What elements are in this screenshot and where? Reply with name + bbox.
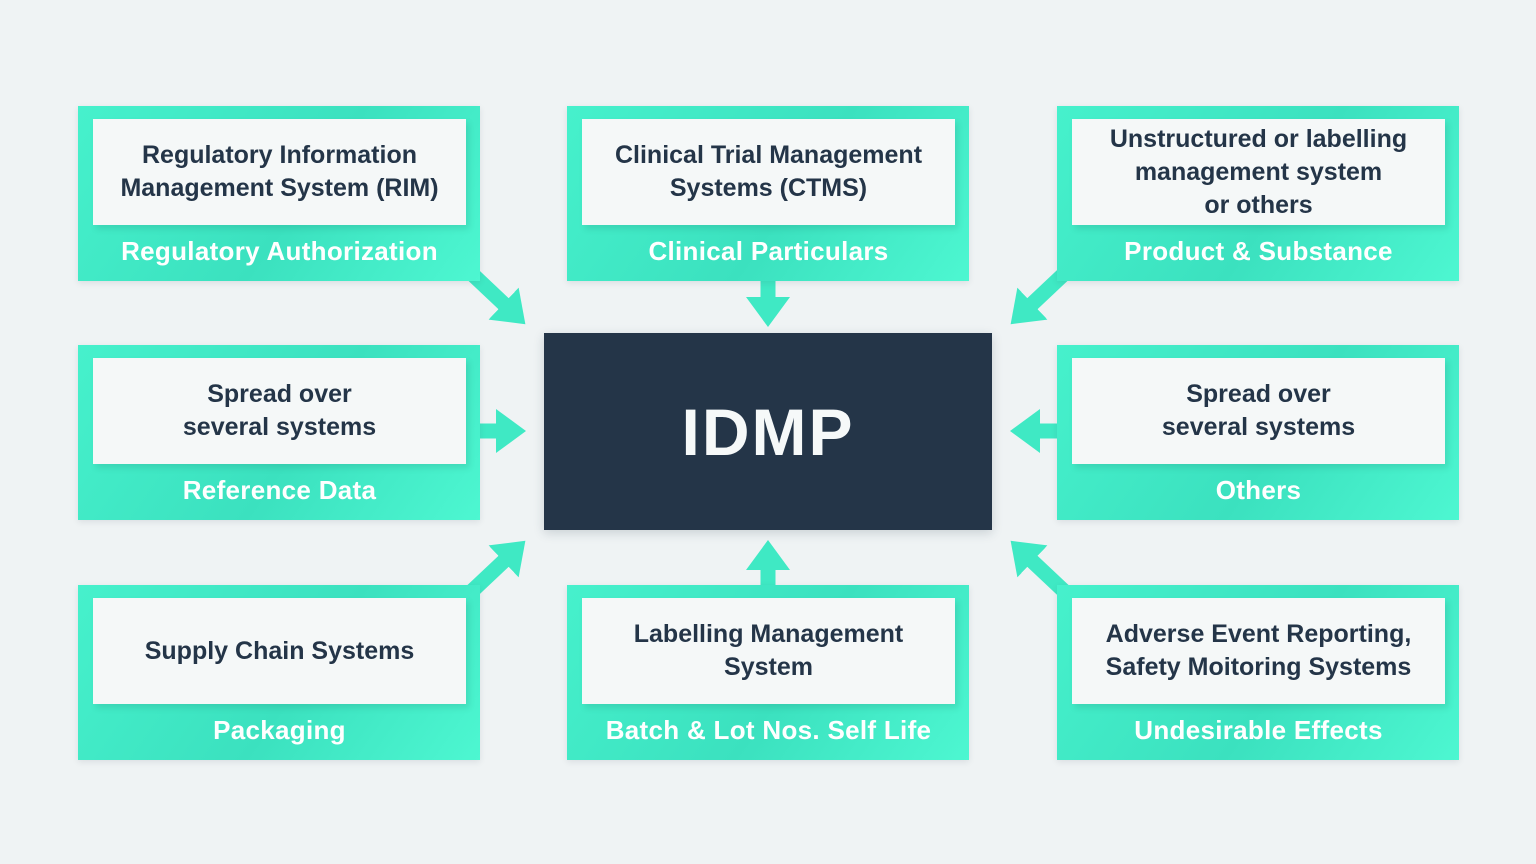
category-label: Packaging bbox=[213, 715, 346, 745]
category-label: Clinical Particulars bbox=[648, 236, 889, 266]
system-node-clinical: Clinical Trial Management Systems (CTMS)… bbox=[567, 106, 969, 281]
idmp-center-box: IDMP bbox=[544, 333, 992, 530]
category-label: Reference Data bbox=[182, 475, 377, 505]
system-node-others: Spread over several systems Others bbox=[1057, 345, 1459, 520]
system-name: Unstructured or labelling management sys… bbox=[1072, 119, 1445, 225]
system-name: Spread over several systems bbox=[1072, 358, 1445, 464]
category-label: Undesirable Effects bbox=[1134, 715, 1383, 745]
system-name: Clinical Trial Management Systems (CTMS) bbox=[582, 119, 955, 225]
system-node-batch-lot: Labelling Management System Batch & Lot … bbox=[567, 585, 969, 760]
category-label: Batch & Lot Nos. Self Life bbox=[605, 715, 932, 745]
system-name: Supply Chain Systems bbox=[93, 598, 466, 704]
system-name: Spread over several systems bbox=[93, 358, 466, 464]
system-node-adverse-events: Adverse Event Reporting, Safety Moitorin… bbox=[1057, 585, 1459, 760]
category-label: Product & Substance bbox=[1124, 236, 1393, 266]
category-label: Regulatory Authorization bbox=[121, 236, 438, 266]
idmp-label: IDMP bbox=[681, 394, 855, 469]
system-node-packaging: Supply Chain Systems Packaging bbox=[78, 585, 480, 760]
system-node-reference-data: Spread over several systems Reference Da… bbox=[78, 345, 480, 520]
category-label: Others bbox=[1215, 475, 1302, 505]
system-node-regulatory: Regulatory Information Management System… bbox=[78, 106, 480, 281]
system-name: Adverse Event Reporting, Safety Moitorin… bbox=[1072, 598, 1445, 704]
system-name: Regulatory Information Management System… bbox=[93, 119, 466, 225]
system-name: Labelling Management System bbox=[582, 598, 955, 704]
system-node-product-substance: Unstructured or labelling management sys… bbox=[1057, 106, 1459, 281]
